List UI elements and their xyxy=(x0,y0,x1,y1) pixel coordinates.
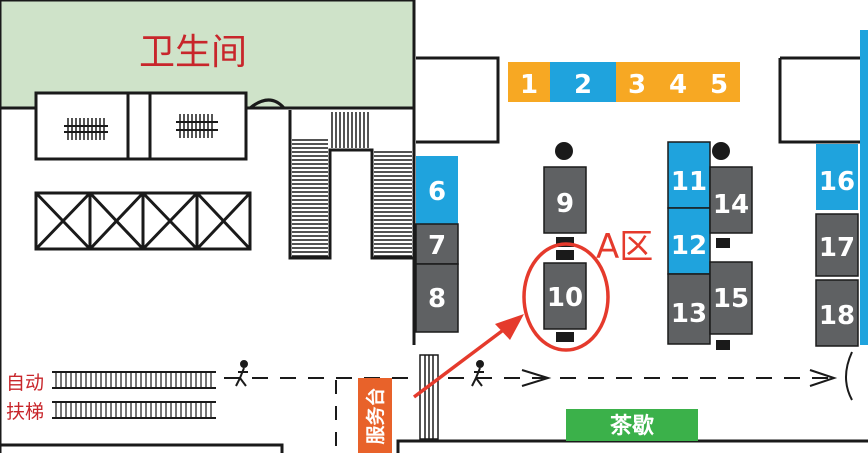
booth-9[interactable] xyxy=(543,166,587,234)
booth-18-number: 18 xyxy=(819,301,855,331)
escalator-label-2: 扶梯 xyxy=(6,401,44,423)
booth-15[interactable] xyxy=(709,261,753,335)
booth-16[interactable] xyxy=(816,144,858,210)
booth-7[interactable] xyxy=(415,223,459,265)
restroom-label: 卫生间 xyxy=(139,32,247,73)
booth-14[interactable] xyxy=(709,166,753,234)
pedestrian-icon xyxy=(235,360,484,387)
booth-13-number: 13 xyxy=(671,299,707,329)
zone-label: A区 xyxy=(596,227,653,267)
booth-10-chair-top xyxy=(556,250,574,260)
booth-13[interactable] xyxy=(667,273,711,345)
booth-6-number: 6 xyxy=(428,177,446,207)
highlight-circle xyxy=(522,242,610,352)
cross-hatched-boxes xyxy=(34,191,252,251)
service-desk-label: 服务台 xyxy=(364,387,387,444)
booth-12-number: 12 xyxy=(671,231,707,261)
booth-8-number: 8 xyxy=(428,284,446,314)
booth-15-number: 15 xyxy=(713,284,749,314)
booth-14-number: 14 xyxy=(713,190,749,220)
booth-4-number: 4 xyxy=(669,70,687,100)
booth-9-marker xyxy=(555,142,573,160)
booth-1-number: 1 xyxy=(520,70,538,100)
escalator-steps xyxy=(55,372,212,418)
booth-10-chair xyxy=(556,332,574,342)
booth-9-number: 9 xyxy=(556,189,574,219)
booth-11-number: 11 xyxy=(671,167,707,197)
booth-16-number: 16 xyxy=(819,167,855,197)
booth-15-chair xyxy=(716,340,730,350)
staircase xyxy=(292,112,412,257)
booth-3-number: 3 xyxy=(628,70,646,100)
booth-5-number: 5 xyxy=(710,70,728,100)
booth-1[interactable] xyxy=(508,62,550,102)
booth-17[interactable] xyxy=(815,213,859,277)
booth-14-chair xyxy=(716,238,730,248)
booth-10[interactable] xyxy=(543,262,587,330)
booth-10-number: 10 xyxy=(547,283,583,313)
booth-4[interactable] xyxy=(658,62,698,102)
escalator-label-1: 自动 xyxy=(6,372,44,394)
booth-12[interactable] xyxy=(667,207,711,275)
booth-8[interactable] xyxy=(415,263,459,333)
booth-2[interactable] xyxy=(550,62,616,102)
pointer-arrow xyxy=(412,314,524,399)
booth-6[interactable] xyxy=(416,156,458,224)
service-desk xyxy=(358,378,392,453)
booth-5[interactable] xyxy=(698,62,740,102)
grille-ticks xyxy=(67,114,213,140)
booth-9-chair xyxy=(556,237,574,247)
tea-break-area xyxy=(566,409,698,441)
right-edge-strip xyxy=(860,30,868,345)
booth-14-marker xyxy=(712,142,730,160)
booth-3[interactable] xyxy=(616,62,658,102)
booth-17-number: 17 xyxy=(819,233,855,263)
escalator xyxy=(52,371,216,419)
tea-break-label: 茶歇 xyxy=(610,413,654,439)
booth-18[interactable] xyxy=(815,279,859,347)
walkway-path xyxy=(224,351,853,453)
entrance-gate xyxy=(419,354,439,440)
booth-7-number: 7 xyxy=(428,231,446,261)
restroom-area xyxy=(0,0,416,110)
booth-2-number: 2 xyxy=(574,70,592,100)
